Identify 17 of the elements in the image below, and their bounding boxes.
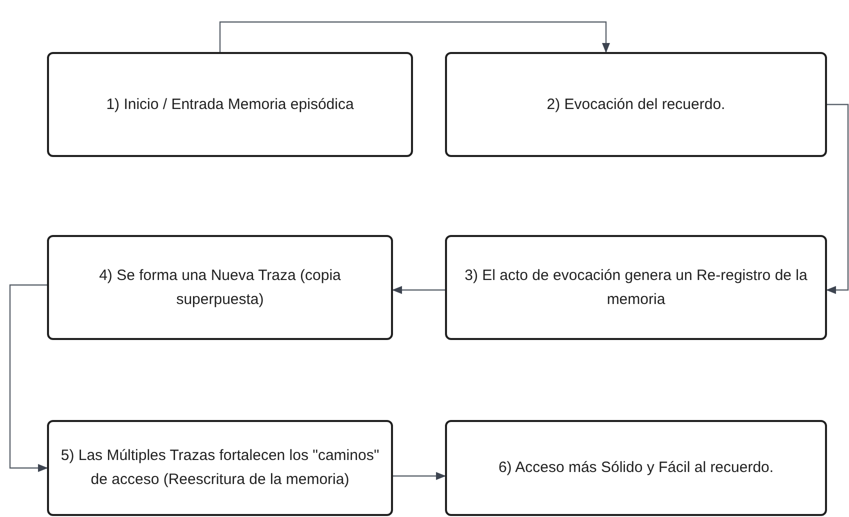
process-box — [47, 52, 413, 157]
step-text: 1) Inicio / Entrada Memoria episódica — [106, 94, 354, 114]
arrow — [393, 472, 446, 480]
arrow — [392, 286, 445, 294]
step-text: 4) Se forma una Nueva Traza (copia superpuesta) — [98, 266, 342, 310]
arrow — [219, 21, 610, 53]
step-text: 2) Evocación del recuerdo. — [546, 94, 726, 114]
process-box — [445, 420, 827, 516]
process-box — [47, 420, 393, 516]
process-box — [445, 52, 827, 157]
process-box — [445, 235, 827, 340]
process-box — [47, 235, 393, 340]
arrow — [9, 284, 48, 472]
arrow — [826, 104, 849, 294]
step-text: 6) Acceso más Sólido y Fácil al recuerdo. — [498, 458, 774, 478]
step-text: 3) El acto de evocación genera un Re-registro de la memoria — [464, 266, 808, 310]
step-text: 5) Las Múltiples Trazas fortalecen los "caminos" de acceso (Reescritura de la memoria) — [60, 446, 380, 490]
